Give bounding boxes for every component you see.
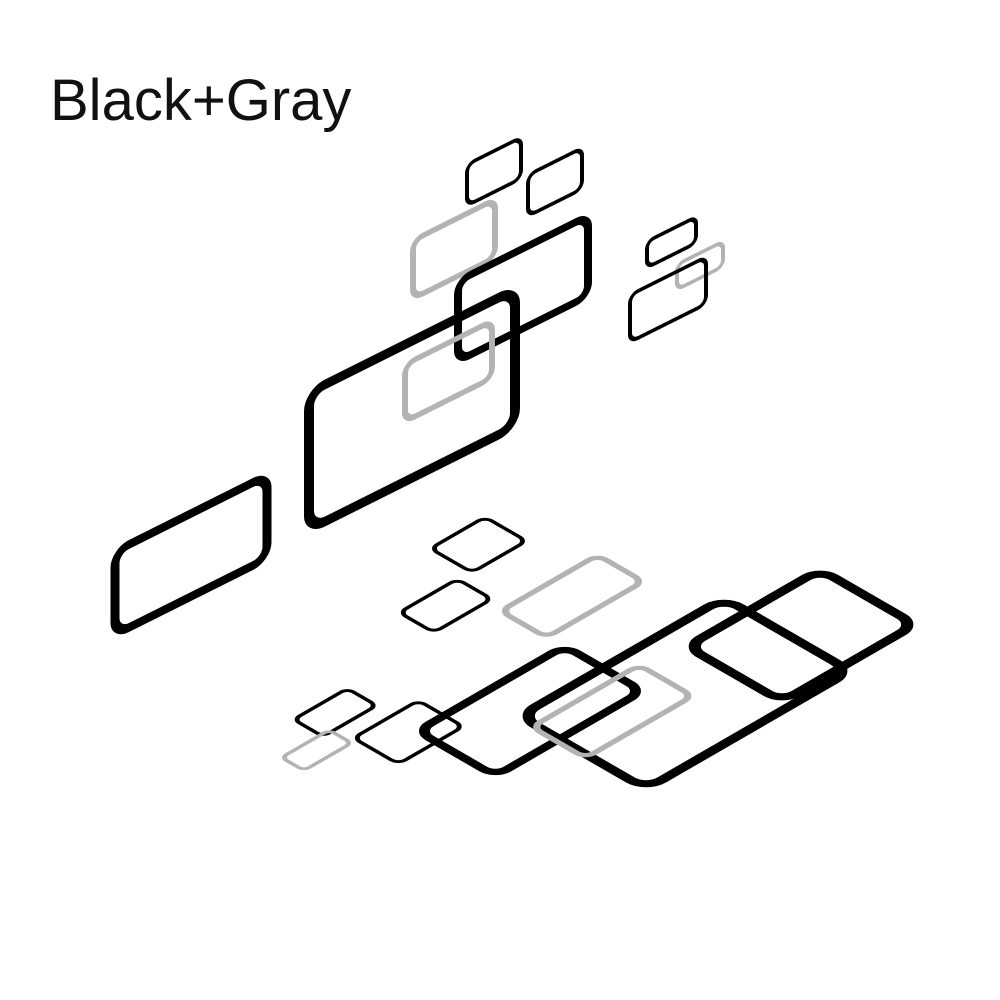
frame-medium-black: [454, 216, 592, 361]
frame-floor-small-gray: [282, 730, 352, 771]
right-cluster: [628, 217, 725, 342]
frame-left-black: [110, 475, 272, 635]
frame-floor-small-black: [294, 689, 376, 736]
bottom-left-cluster: [282, 689, 462, 771]
top-cluster: [304, 138, 592, 529]
frame-floor-medium-black: [419, 646, 641, 776]
frame-floor-gray: [533, 665, 692, 758]
frame-small-gray: [675, 241, 725, 290]
frame-floor-small-black: [400, 579, 491, 632]
frame-floor-gray: [501, 555, 643, 637]
frame-small-black: [465, 138, 523, 205]
frame-floor-large-black: [522, 599, 848, 788]
frame-floor-black-right: [688, 570, 914, 701]
page-title: Black+Gray: [50, 68, 352, 133]
frame-large-black: [304, 290, 520, 529]
frame-medium-gray: [410, 199, 498, 299]
frame-floor-small-black: [432, 517, 525, 572]
frame-floor-small-black: [354, 701, 462, 764]
floor-cluster: [400, 517, 914, 788]
frame-small-black: [628, 257, 708, 342]
frame-medium-gray: [402, 321, 495, 422]
frame-small-black: [526, 148, 584, 216]
frame-small-black: [645, 217, 698, 268]
